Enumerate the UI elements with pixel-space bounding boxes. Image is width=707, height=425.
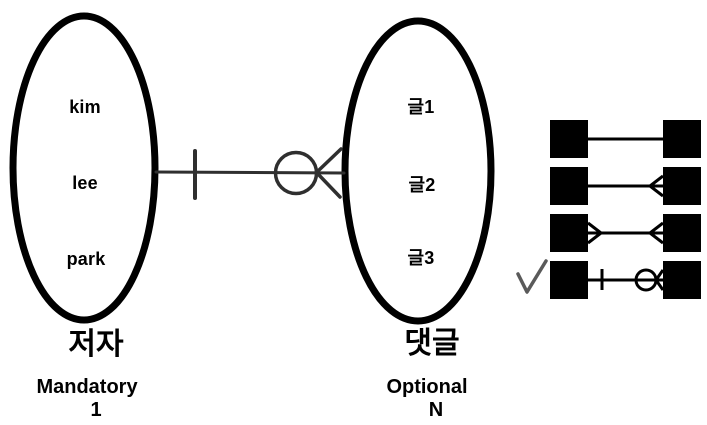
entity-box: [550, 167, 588, 205]
optional-circle-icon: [273, 150, 319, 196]
left-entity-name: 저자: [68, 328, 124, 361]
left-entity-ellipse: [9, 12, 159, 324]
cardinality-legend: [516, 120, 701, 299]
right-member-3: 글3: [407, 248, 435, 268]
crow-foot-icon: [649, 174, 664, 198]
legend-row-mandatory-one-optional-many: [516, 259, 701, 299]
relationship-connector: [154, 147, 346, 200]
entity-box: [550, 120, 588, 158]
left-member-lee: lee: [72, 173, 98, 193]
left-member-kim: kim: [69, 97, 101, 117]
right-cardinality-label: N: [428, 399, 444, 421]
right-participation-label: Optional: [386, 376, 468, 398]
crow-foot-icon: [316, 147, 343, 199]
right-entity-ellipse: [341, 17, 495, 325]
entity-box: [663, 120, 701, 158]
right-entity-name: 댓글: [404, 327, 460, 360]
crow-foot-icon: [654, 269, 665, 291]
check-mark-icon: [516, 259, 548, 294]
entity-box: [663, 214, 701, 252]
entity-box: [663, 167, 701, 205]
entity-box: [550, 214, 588, 252]
legend-row-many-to-many: [550, 214, 701, 252]
relationship-line: [154, 170, 346, 175]
left-participation-label: Mandatory: [36, 376, 138, 398]
legend-row-one-to-many: [550, 167, 701, 205]
right-member-1: 글1: [407, 97, 435, 117]
crow-foot-icon: [649, 221, 664, 245]
entity-box: [663, 261, 701, 299]
crow-foot-icon: [587, 221, 602, 245]
legend-row-one-to-one: [550, 120, 701, 158]
left-cardinality-label: 1: [90, 399, 102, 421]
entity-box: [550, 261, 588, 299]
left-member-park: park: [66, 249, 106, 269]
right-member-2: 글2: [408, 175, 436, 195]
